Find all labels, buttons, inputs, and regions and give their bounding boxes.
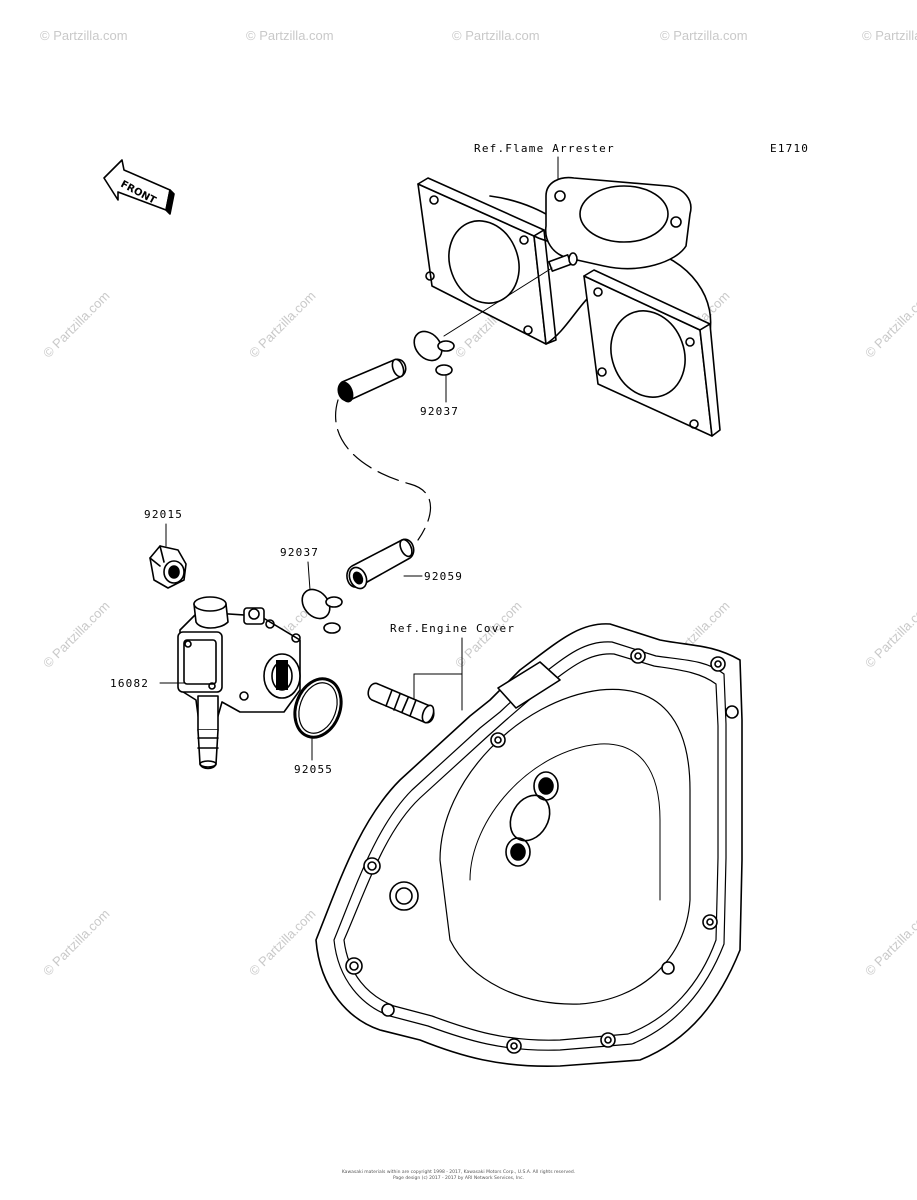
hose-clip-mid <box>301 561 343 634</box>
watermark: © Partzilla.com <box>660 28 748 43</box>
watermark: © Partzilla.com <box>40 28 128 43</box>
hose-clip-top <box>413 330 455 403</box>
flame-arrester-manifold <box>417 176 721 437</box>
footer-page-design: Page design (c) 2017 - 2017 by ARI Netwo… <box>393 1176 524 1181</box>
engine-cover <box>315 623 743 1068</box>
cap-nut-92015 <box>149 545 187 589</box>
footer-copyright: Kawasaki materials within are copyright … <box>341 1170 576 1175</box>
front-arrow-icon: FRONT <box>103 159 175 215</box>
hose-top <box>337 358 407 403</box>
part-label-92037-top: 92037 <box>420 405 459 418</box>
part-label-16082: 16082 <box>110 677 149 690</box>
part-label-92015: 92015 <box>144 508 183 521</box>
hose-lower <box>346 538 423 590</box>
part-label-92055: 92055 <box>294 763 333 776</box>
watermark: © Partzilla.com <box>452 28 540 43</box>
valve-assembly-16082 <box>159 596 301 770</box>
watermark: © Partzilla.com <box>246 28 334 43</box>
o-ring-92055 <box>293 677 343 761</box>
ref-engine-cover-label: Ref.Engine Cover <box>390 622 515 635</box>
hose-routing-line <box>335 399 432 541</box>
ref-flame-arrester-label: Ref.Flame Arrester <box>474 142 615 155</box>
diagram-code: E1710 <box>770 142 809 155</box>
watermark: © Partzilla.com <box>862 28 917 43</box>
dowel-pin <box>367 682 435 724</box>
part-label-92037-mid: 92037 <box>280 546 319 559</box>
part-label-92059: 92059 <box>424 570 463 583</box>
